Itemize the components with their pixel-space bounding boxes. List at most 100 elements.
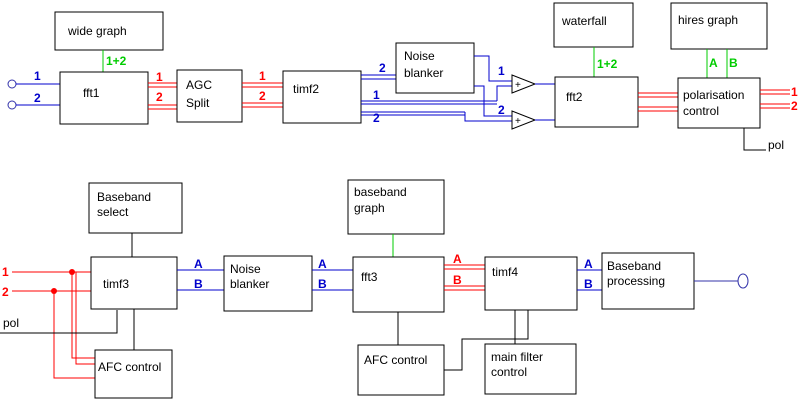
fft3-B-label: B	[453, 273, 462, 287]
input-1-label: 1	[34, 69, 41, 83]
wide-graph-box	[54, 11, 164, 51]
tap-1b-to-afc	[75, 272, 95, 365]
baseband-processing-block[interactable]: Baseband processing	[601, 252, 695, 310]
main-filter-control-box	[484, 343, 577, 395]
afc-control-left-label: AFC control	[98, 360, 161, 374]
bottom-input-2-label: 2	[2, 285, 9, 299]
hires-graph-box	[670, 2, 768, 50]
adder-top-plus: +	[515, 80, 521, 91]
timf4-A-label: A	[584, 257, 593, 271]
afc-control-mid-label: AFC control	[364, 353, 427, 367]
polarisation-control-block[interactable]: polarisation control	[677, 77, 761, 129]
waterfall-block[interactable]: waterfall	[553, 2, 634, 48]
agc-out-1-label: 1	[259, 69, 266, 83]
adder-bottom: +	[511, 110, 537, 130]
baseband-select-block[interactable]: Baseband select	[88, 182, 183, 234]
adder-top: +	[511, 74, 537, 94]
main-filter-control-block[interactable]: main filter control	[484, 343, 577, 395]
baseband-select-line1: Baseband	[97, 190, 151, 204]
fft2-label: fft2	[566, 90, 583, 104]
agc-split-block[interactable]: AGC Split	[176, 69, 243, 123]
nb-B-label: B	[318, 277, 327, 291]
input-2-terminal	[7, 100, 17, 110]
timf3-block[interactable]: timf3	[90, 256, 178, 310]
noise-blanker-bottom-line1: Noise	[230, 262, 261, 276]
hires-graph-block[interactable]: hires graph	[670, 2, 768, 50]
agc-label-line1: AGC	[186, 78, 212, 92]
fft1-box	[59, 71, 149, 125]
timf2-block[interactable]: timf2	[282, 70, 362, 124]
afc-control-left-box	[94, 349, 173, 399]
afc-control-left-block[interactable]: AFC control	[94, 349, 173, 399]
waterfall-link-label: 1+2	[597, 57, 618, 71]
timf4-label: timf4	[492, 265, 518, 279]
timf2-out-1-label: 1	[373, 88, 380, 102]
fft2-block[interactable]: fft2	[554, 76, 639, 128]
waterfall-box	[553, 2, 634, 48]
nb-out-1-route	[474, 55, 512, 82]
fft3-block[interactable]: fft3	[352, 256, 445, 313]
baseband-graph-box	[347, 179, 445, 235]
tap-2-to-afc	[53, 291, 95, 379]
timf2-out-2-label: 2	[373, 111, 380, 125]
fft3-A-label: A	[453, 252, 462, 266]
timf3-A-label: A	[194, 257, 203, 271]
polarisation-line1: polarisation	[683, 88, 744, 102]
baseband-graph-line1: baseband	[354, 185, 407, 199]
adder-top-shape	[511, 74, 537, 94]
timf4-box	[484, 256, 578, 311]
baseband-processing-line2: processing	[607, 274, 665, 288]
timf4-block[interactable]: timf4	[484, 256, 578, 311]
hires-graph-label: hires graph	[678, 13, 738, 27]
pol-output-label: pol	[768, 138, 784, 152]
pol-out-1-label: 1	[791, 85, 798, 99]
baseband-graph-line2: graph	[354, 201, 385, 215]
noise-blanker-top-box	[395, 42, 475, 94]
noise-blanker-top-block[interactable]: Noise blanker	[395, 42, 475, 94]
afc-control-mid-box	[357, 344, 445, 396]
waterfall-label: waterfall	[561, 14, 607, 28]
wide-graph-label: wide graph	[67, 24, 127, 38]
route-bypass2-down	[464, 112, 512, 122]
polarisation-control-box	[677, 77, 761, 129]
pol-input-line	[0, 310, 118, 334]
noise-blanker-top-line2: blanker	[404, 66, 443, 80]
route-bypass1-up	[496, 85, 512, 101]
polarisation-line2: control	[683, 104, 719, 118]
wide-graph-block[interactable]: wide graph	[54, 11, 164, 51]
fft1-out-2-label: 2	[156, 90, 163, 104]
output-terminal	[737, 273, 749, 289]
fft3-box	[352, 256, 445, 313]
baseband-processing-box	[601, 252, 695, 310]
nb-A-label: A	[318, 257, 327, 271]
baseband-select-box	[88, 182, 183, 234]
agc-label-line2: Split	[186, 96, 210, 110]
baseband-graph-block[interactable]: baseband graph	[347, 179, 445, 235]
pol-output-line	[743, 128, 766, 151]
baseband-select-line2: select	[97, 205, 129, 219]
nb-out-2-label: 2	[498, 103, 505, 117]
main-filter-line1: main filter	[491, 350, 543, 364]
agc-split-box	[176, 69, 243, 123]
noise-blanker-bottom-block[interactable]: Noise blanker	[223, 255, 313, 312]
agc-out-2-label: 2	[259, 89, 266, 103]
fft1-label: fft1	[83, 86, 100, 100]
timf2-label: timf2	[293, 82, 319, 96]
noise-blanker-bottom-box	[223, 255, 313, 312]
afc-control-mid-block[interactable]: AFC control	[357, 344, 445, 396]
baseband-processing-line1: Baseband	[607, 259, 661, 273]
fft1-block[interactable]: fft1	[59, 71, 149, 125]
wide-graph-link-label: 1+2	[106, 54, 127, 68]
timf2-box	[282, 70, 362, 124]
tap-1-to-afc	[71, 272, 95, 359]
noise-blanker-bottom-line2: blanker	[230, 277, 269, 291]
main-filter-line2: control	[491, 365, 527, 379]
bottom-pol-label: pol	[3, 316, 19, 330]
nb-out-2-route	[474, 85, 512, 117]
timf2-nb-label: 2	[379, 61, 386, 75]
fft1-out-1-label: 1	[156, 70, 163, 84]
nb-out-1-label: 1	[498, 64, 505, 78]
adder-bottom-plus: +	[515, 116, 521, 127]
